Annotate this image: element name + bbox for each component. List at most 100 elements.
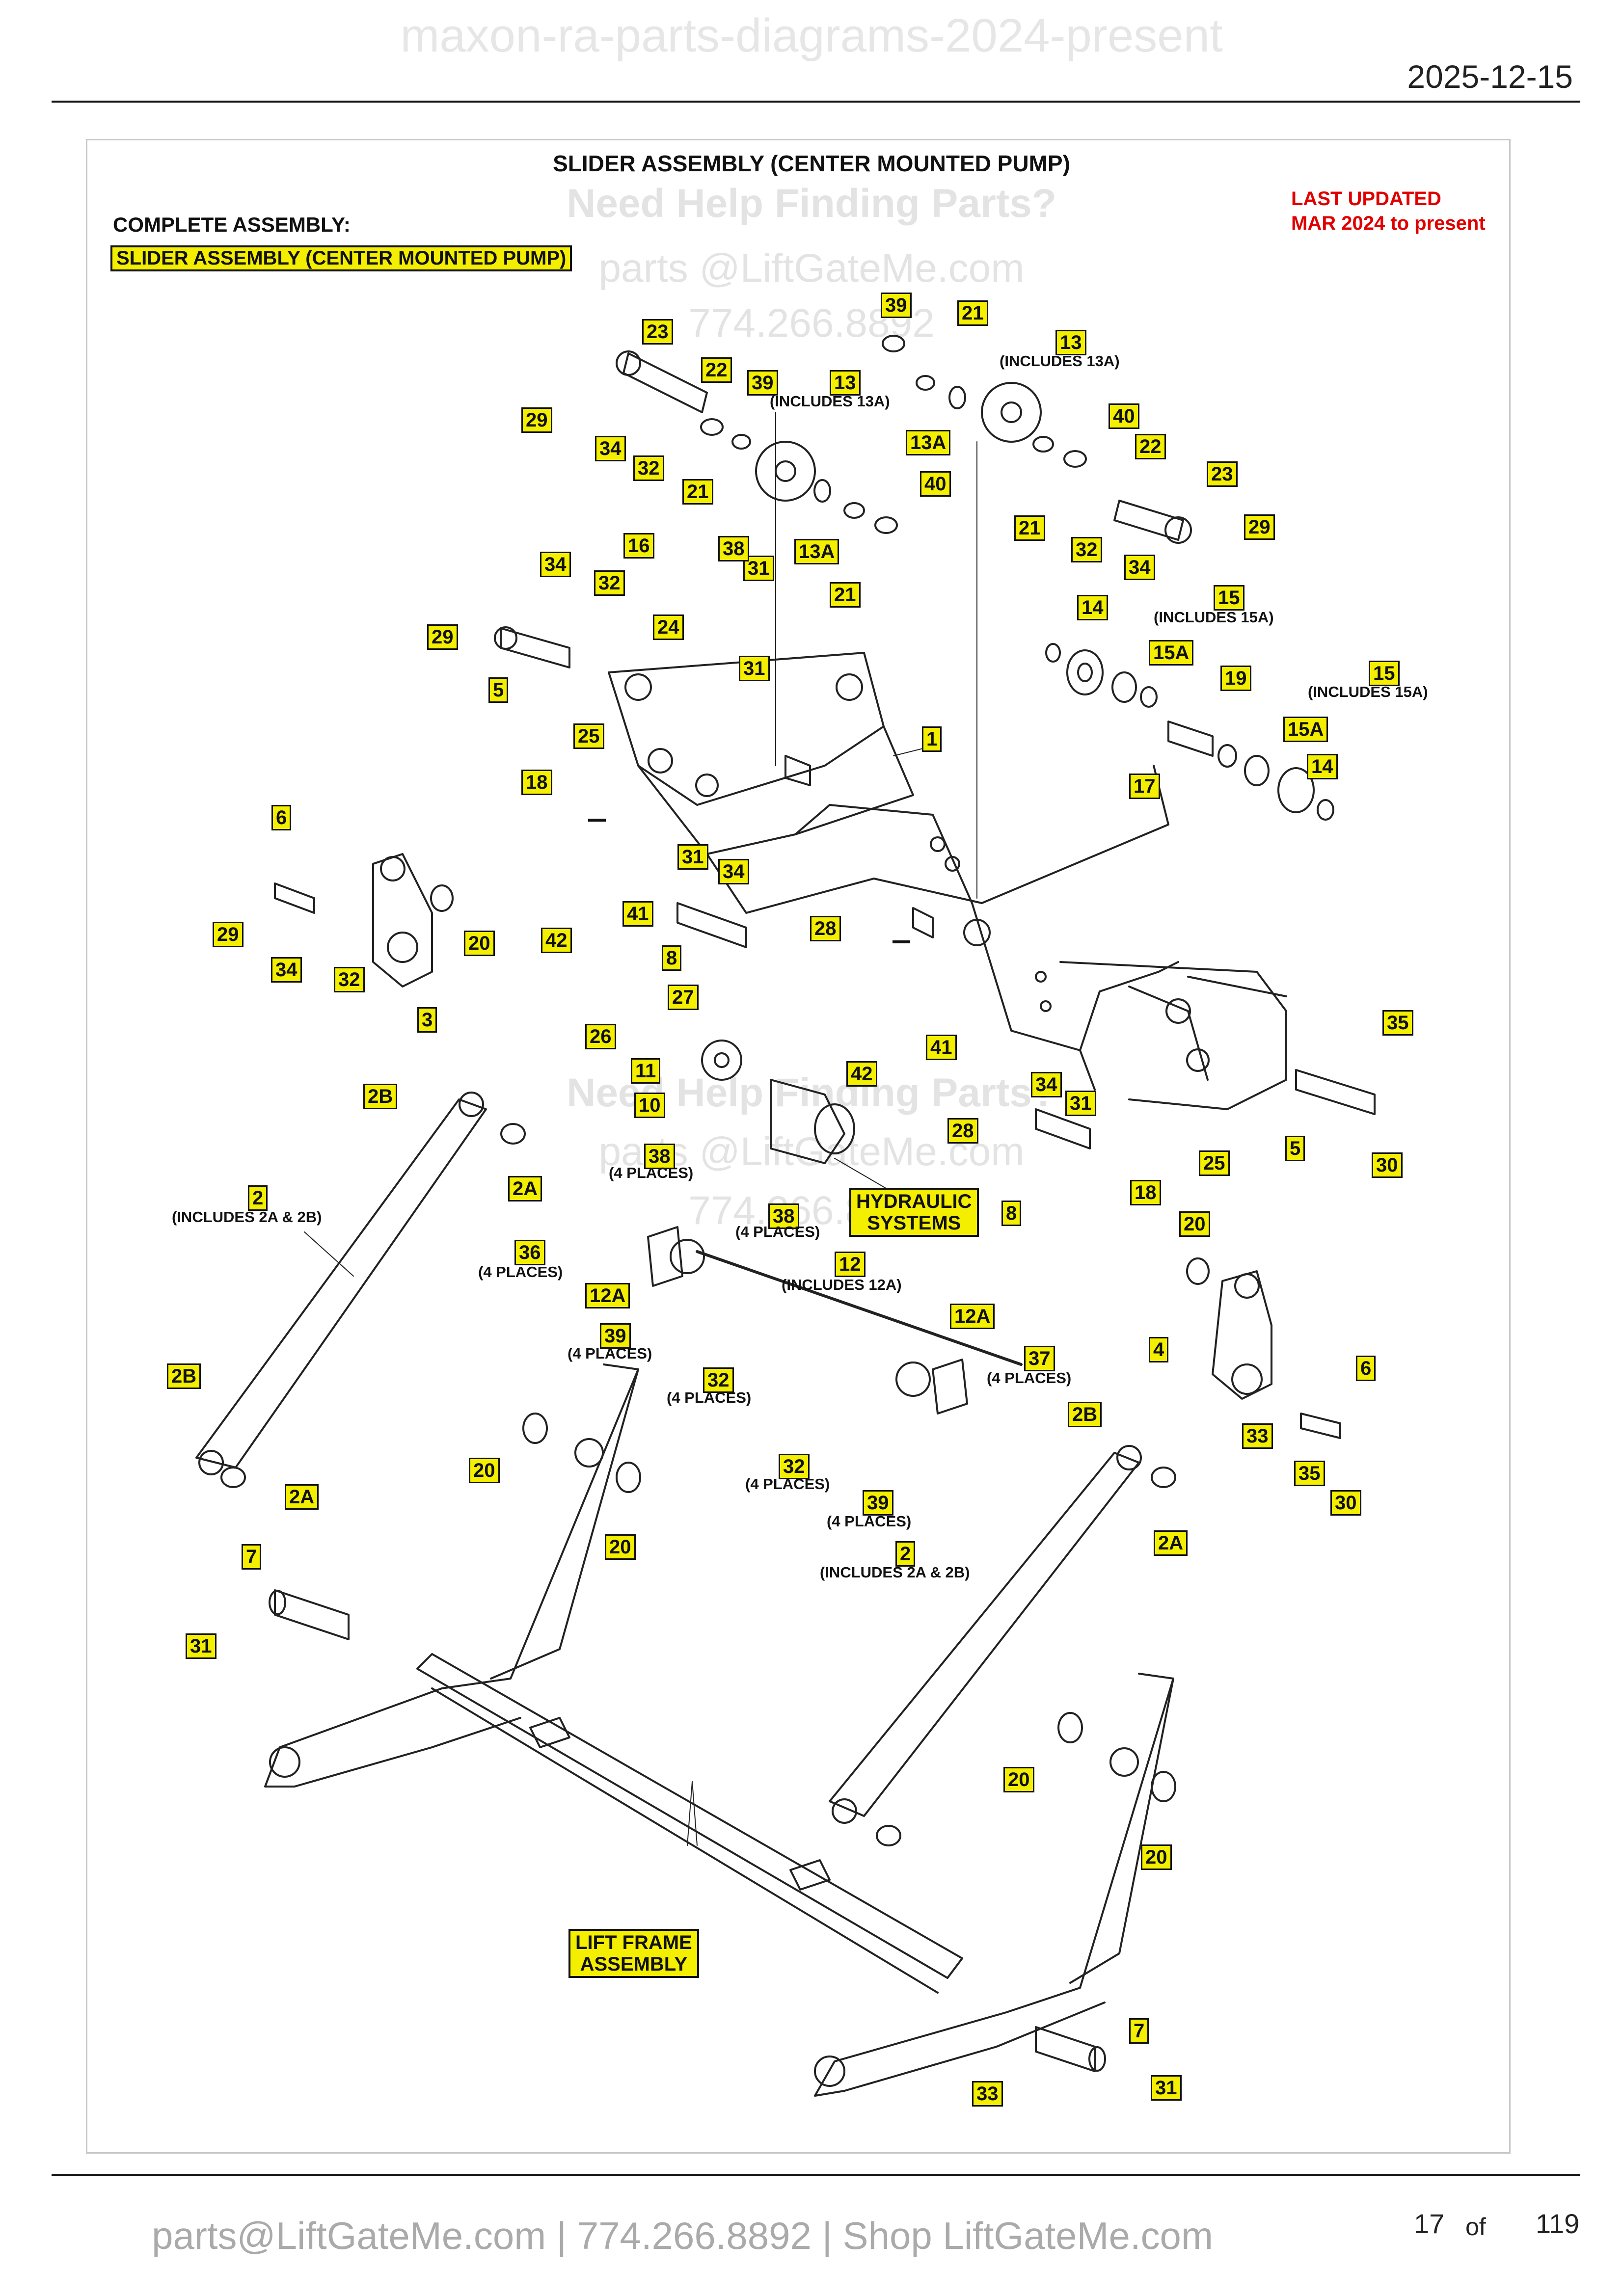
callout-32: 33	[1242, 1423, 1273, 1449]
callout-2a: 2A	[508, 1176, 542, 1201]
note-4-places: (4 PLACES)	[478, 1263, 563, 1281]
callout-7: 7	[242, 1544, 262, 1570]
callout-18: 18	[521, 770, 552, 795]
hydraulic-systems-label: HYDRAULIC SYSTEMS	[849, 1188, 979, 1237]
callout-29: 29	[427, 624, 458, 650]
callout-40: 41	[622, 901, 653, 927]
callout-6: 6	[1356, 1356, 1376, 1381]
callout-34: 34	[271, 957, 302, 983]
callout-39: 39	[881, 293, 912, 318]
callout-28: 28	[947, 1118, 978, 1144]
callout-38: 39	[863, 1490, 893, 1516]
callout-2b: 2B	[167, 1363, 201, 1389]
callout-32: 32	[633, 455, 664, 481]
callout-15: 15	[1214, 585, 1244, 611]
callout-4: 4	[1149, 1337, 1169, 1362]
note-4-places: (4 PLACES)	[827, 1513, 912, 1530]
note-includes-13a: (INCLUDES 13A)	[770, 393, 890, 410]
callout-41: 42	[846, 1061, 877, 1087]
note-includes-12a: (INCLUDES 12A)	[782, 1276, 902, 1293]
callout-2b: 2B	[363, 1084, 398, 1109]
callout-23: 23	[642, 319, 673, 345]
callout-2a: 2A	[1154, 1530, 1188, 1556]
note-includes-15a: (INCLUDES 15A)	[1308, 683, 1428, 700]
callout-20: 20	[464, 931, 495, 956]
callout-17: 17	[1129, 774, 1160, 799]
callout-13a: 13A	[906, 430, 951, 455]
callout-37: 38	[768, 1203, 799, 1229]
callout-31: 31	[739, 656, 770, 681]
note-4-places: (4 PLACES)	[987, 1369, 1072, 1387]
callout-8: 8	[662, 945, 682, 971]
note-includes-15a: (INCLUDES 15A)	[1154, 609, 1274, 626]
callout-6: 6	[271, 805, 292, 830]
callout-25: 25	[1199, 1150, 1230, 1176]
diagram-frame	[86, 139, 1511, 2154]
callout-29: 29	[213, 922, 243, 947]
header-rule	[52, 101, 1580, 103]
callout-22: 22	[701, 357, 732, 383]
callout-15a: 15A	[1283, 717, 1328, 742]
lift-frame-line-1: LIFT FRAME	[575, 1932, 692, 1953]
callout-39: 40	[1109, 403, 1139, 429]
note-4-places: (4 PLACES)	[568, 1345, 652, 1362]
diagram-title: SLIDER ASSEMBLY (CENTER MOUNTED PUMP)	[553, 151, 1070, 176]
callout-20: 20	[1179, 1211, 1210, 1237]
callout-29: 29	[1244, 514, 1275, 540]
callout-39: 40	[920, 471, 951, 497]
complete-assembly-label: COMPLETE ASSEMBLY:	[113, 213, 351, 236]
footer-rule	[52, 2174, 1580, 2176]
callout-5: 5	[488, 677, 509, 703]
footer-contact: parts@LiftGateMe.com | 774.266.8892 | Sh…	[152, 2214, 1213, 2257]
callout-20: 20	[1003, 1767, 1034, 1792]
callout-1: 1	[922, 726, 942, 752]
callout-2: 2	[895, 1541, 916, 1567]
callout-20: 20	[1141, 1844, 1172, 1870]
hydraulic-line-1: HYDRAULIC	[856, 1191, 972, 1212]
callout-32: 32	[1071, 537, 1102, 562]
callout-36: 38	[644, 1144, 675, 1169]
callout-35: 36	[514, 1240, 545, 1265]
leader-lines	[304, 412, 977, 1846]
callout-21: 21	[957, 300, 988, 326]
callout-18: 18	[1130, 1180, 1161, 1205]
callout-2b: 2B	[1068, 1402, 1102, 1427]
callout-33: 34	[1031, 1072, 1062, 1097]
callout-8: 8	[1001, 1201, 1022, 1226]
lift-frame-assembly-label: LIFT FRAME ASSEMBLY	[568, 1929, 699, 1978]
callout-41: 42	[541, 928, 572, 953]
note-4-places: (4 PLACES)	[735, 1223, 820, 1240]
hydraulic-line-2: SYSTEMS	[867, 1212, 961, 1234]
note-4-places: (4 PLACES)	[609, 1164, 694, 1181]
note-includes-13a: (INCLUDES 13A)	[1000, 352, 1120, 370]
callout-16: 16	[623, 533, 654, 559]
callout-32: 32	[334, 967, 365, 992]
callout-15a: 15A	[1149, 640, 1194, 666]
callout-35: 37	[1024, 1346, 1055, 1371]
callout-20: 20	[605, 1534, 636, 1560]
callout-31: 31	[677, 844, 708, 870]
callout-14: 14	[1077, 595, 1108, 620]
callout-13: 13	[830, 370, 861, 396]
callout-7: 7	[1129, 2018, 1149, 2044]
callout-12: 12	[835, 1252, 866, 1277]
callout-31: 31	[1065, 1091, 1096, 1116]
callout-29: 30	[1330, 1490, 1361, 1516]
callout-38: 38	[718, 536, 749, 561]
callout-27: 27	[668, 985, 699, 1010]
arms	[195, 1092, 1176, 1846]
page-of: of	[1465, 2213, 1486, 2241]
last-updated-line-2: MAR 2024 to present	[1291, 213, 1486, 234]
callout-3: 3	[417, 1007, 437, 1033]
bearing-stack	[1045, 643, 1334, 821]
complete-assembly-name: SLIDER ASSEMBLY (CENTER MOUNTED PUMP)	[110, 245, 572, 271]
note-4-places: (4 PLACES)	[745, 1475, 830, 1493]
callout-22: 22	[1135, 434, 1166, 459]
callout-32: 33	[972, 2081, 1003, 2107]
note-4-places: (4 PLACES)	[667, 1389, 752, 1406]
callout-13a: 13A	[794, 539, 839, 564]
help-watermark-line-2: parts @LiftGateMe.com	[598, 246, 1025, 291]
lift-frame	[264, 1363, 1176, 2097]
callout-13: 13	[1055, 330, 1086, 355]
callout-2: 2	[248, 1185, 268, 1211]
